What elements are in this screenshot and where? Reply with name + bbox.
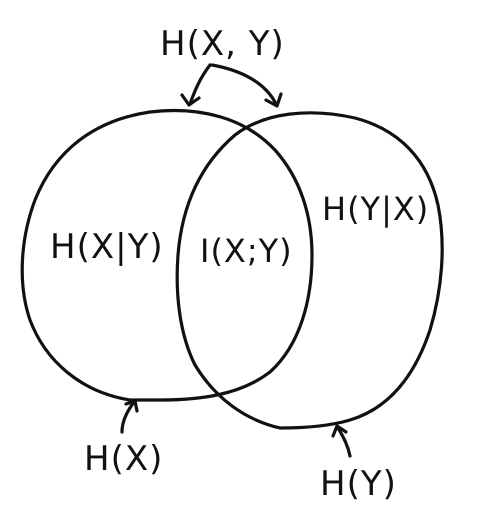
label-joint-entropy: H(X, Y): [160, 24, 285, 64]
arrowhead-joint-to-x: [180, 93, 201, 107]
arrow-joint-to-y: [210, 63, 278, 106]
label-entropy-x: H(X): [84, 439, 163, 479]
circle-h-x: [20, 108, 314, 402]
arrow-hy-to-circle: [336, 426, 352, 458]
label-conditional-y-given-x: H(Y|X): [322, 190, 429, 228]
arrowhead-hy: [331, 424, 348, 438]
arrow-hx-to-circle: [120, 400, 136, 434]
arrowhead-joint-to-y: [264, 92, 283, 108]
label-conditional-x-given-y: H(X|Y): [50, 227, 164, 267]
label-mutual-information: I(X;Y): [200, 232, 293, 270]
arrowhead-hx: [124, 399, 139, 413]
arrow-joint-to-x: [188, 63, 212, 106]
label-entropy-y: H(Y): [320, 464, 397, 504]
circle-h-y: [175, 111, 444, 430]
